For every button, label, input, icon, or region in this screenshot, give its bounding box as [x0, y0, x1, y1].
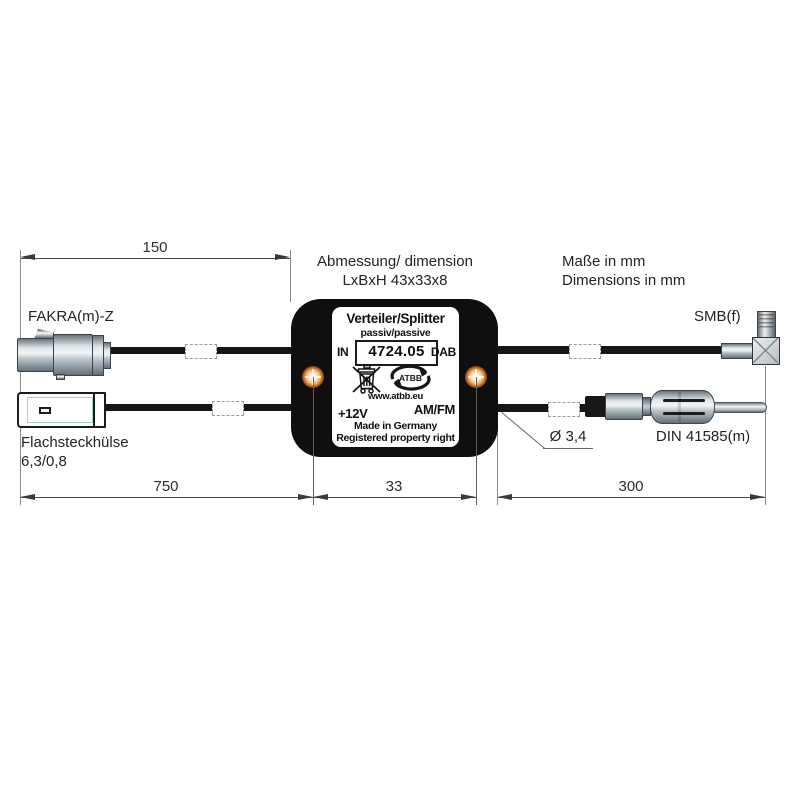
smb-label: SMB(f) [694, 308, 741, 325]
device-subtitle: passiv/passive [360, 327, 431, 339]
units-note-line2: Dimensions in mm [562, 272, 686, 289]
dimension-value-150: 150 [142, 239, 168, 256]
fakra-body-front [17, 338, 54, 372]
cable-flat-to-box [100, 404, 295, 411]
dimension-value-300: 300 [618, 478, 644, 495]
fakra-label: FAKRA(m)-Z [28, 308, 114, 325]
extension-line-box-right [496, 400, 498, 505]
fakra-body-main [53, 334, 93, 376]
arrowhead [497, 493, 512, 500]
flat-terminal-label-line2: 6,3/0,8 [21, 453, 67, 470]
part-number-box: 4724.05 [355, 340, 438, 366]
flat-terminal-divider [93, 394, 95, 426]
extension-line-smb [764, 366, 766, 505]
arrowhead [298, 493, 313, 500]
port-amfm-label: AM/FM [413, 402, 455, 417]
din-spring-slot-bottom [663, 412, 705, 415]
din-rear-barrel [605, 393, 643, 420]
flat-terminal-inner-outline [27, 397, 93, 423]
dimension-value-33: 33 [385, 478, 403, 495]
dimension-line-150 [20, 257, 290, 259]
smb-threads [759, 314, 774, 329]
arrowhead [20, 493, 35, 500]
rights-text: Registered property right [336, 432, 455, 444]
arrowhead [20, 254, 35, 260]
weee-crossed-out-bin-icon [352, 364, 381, 394]
port-dab-label: DAB [430, 345, 456, 359]
device-title: Verteiler/Splitter [346, 311, 445, 326]
din-body-shade [678, 392, 681, 422]
units-note-line1: Maße in mm [562, 253, 646, 270]
dimension-line-750 [20, 497, 313, 498]
fakra-bottom-latch [56, 374, 65, 380]
smb-right-angle-body [752, 337, 780, 365]
flat-terminal-connector [17, 392, 106, 428]
extension-line-left-screw [312, 377, 314, 505]
cable-box-to-din [490, 404, 590, 412]
cable-break-mark [569, 343, 601, 359]
arrowhead [275, 254, 290, 260]
cable-diameter-label: Ø 3,4 [549, 428, 587, 445]
flat-terminal-slot [39, 406, 51, 414]
din-spring-slot-top [663, 399, 705, 402]
arrowhead [750, 493, 765, 500]
cable-diameter-leader-diagonal [501, 412, 546, 450]
dimension-line-300 [497, 497, 765, 498]
splitter-device-label: Verteiler/Splitter passiv/passive IN 472… [332, 307, 459, 447]
arrowhead [313, 493, 328, 500]
cable-break-mark [185, 344, 217, 359]
extension-line-right-screw [475, 377, 477, 505]
din-main-body [650, 390, 715, 424]
extension-line-left [19, 250, 21, 505]
cable-break-mark [548, 401, 580, 417]
flat-terminal-label-line1: Flachsteckhülse [21, 434, 129, 451]
logo-text: ATBB [399, 373, 422, 383]
website-text: www.atbb.eu [368, 391, 423, 402]
port-in-label: IN [337, 345, 349, 359]
atbb-circular-arrows-logo: ATBB [390, 364, 431, 391]
din-label: DIN 41585(m) [655, 428, 751, 445]
dimension-note-line1: Abmessung/ dimension [317, 253, 473, 270]
arrowhead [461, 493, 476, 500]
smb-body-cross-lines [753, 338, 778, 363]
smb-cable-sleeve [721, 343, 753, 359]
power-label: +12V [338, 406, 368, 421]
fakra-connector [17, 329, 111, 381]
dimension-note-line2: LxBxH 43x33x8 [342, 272, 448, 289]
cable-diameter-leader-underline [543, 448, 593, 449]
dimension-value-750: 750 [153, 478, 179, 495]
cable-break-mark [212, 401, 244, 416]
din-center-pin [714, 402, 767, 413]
din-cable-boot [585, 396, 607, 417]
dimension-line-33 [313, 497, 476, 498]
cable-box-to-smb [490, 346, 723, 354]
smb-top-barrel [757, 311, 776, 339]
fakra-rear-cap [103, 342, 111, 369]
made-in-text: Made in Germany [353, 420, 438, 432]
extension-line-box-left-top [289, 250, 291, 302]
